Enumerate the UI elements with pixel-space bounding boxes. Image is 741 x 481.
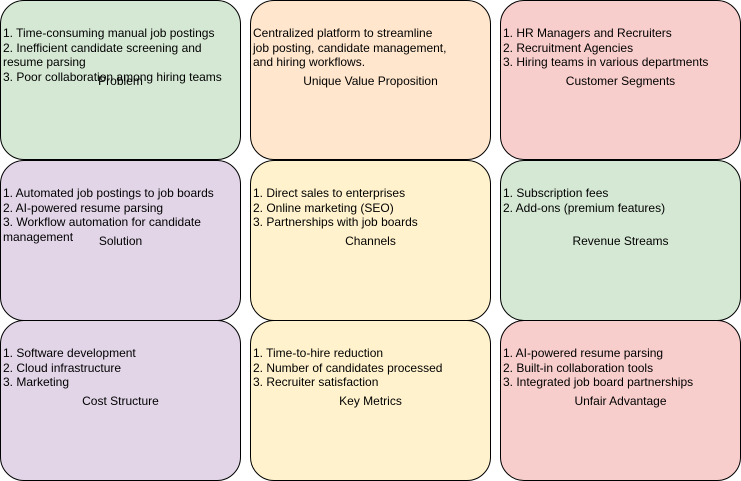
solution-title: Solution (98, 234, 143, 248)
problem-content: 1. Time-consuming manual job postings 2.… (3, 26, 222, 84)
unique-value-proposition-content: Centralized platform to streamline job p… (253, 26, 446, 70)
cost-structure-block[interactable]: 1. Software development 2. Cloud infrast… (0, 320, 241, 481)
customer-segments-line: 1. HR Managers and Recruiters (503, 26, 672, 40)
key-metrics-block[interactable]: 1. Time-to-hire reduction 2. Number of c… (250, 320, 491, 481)
channels-line: 3. Partnerships with job boards (253, 215, 418, 229)
cost-structure-line: 1. Software development (3, 346, 136, 360)
channels-title: Channels (345, 234, 396, 248)
customer-segments-block[interactable]: 1. HR Managers and Recruiters 2. Recruit… (500, 0, 741, 160)
key-metrics-line: 2. Number of candidates processed (253, 360, 443, 375)
key-metrics-title: Key Metrics (339, 394, 402, 408)
unfair-advantage-line: 2. Built-in collaboration tools (503, 360, 654, 375)
unique-value-proposition-title: Unique Value Proposition (303, 74, 438, 88)
cost-structure-title: Cost Structure (82, 394, 159, 408)
channels-line: 1. Direct sales to enterprises (253, 186, 406, 200)
problem-line: 3. Poor collaboration among hiring teams (3, 69, 222, 84)
revenue-streams-line: 1. Subscription fees (503, 186, 609, 200)
customer-segments-title: Customer Segments (565, 74, 676, 88)
solution-line: 3. Workflow automation for candidate (3, 215, 201, 229)
customer-segments-content: 1. HR Managers and Recruiters 2. Recruit… (503, 26, 708, 70)
revenue-streams-title: Revenue Streams (572, 234, 669, 248)
problem-block[interactable]: 1. Time-consuming manual job postings 2.… (0, 0, 241, 160)
cost-structure-content: 1. Software development 2. Cloud infrast… (3, 346, 136, 390)
revenue-streams-content: 1. Subscription fees 2. Add-ons (premium… (503, 186, 665, 215)
customer-segments-line: 3. Hiring teams in various departments (503, 55, 709, 69)
channels-line: 2. Online marketing (SEO) (253, 200, 394, 215)
cost-structure-line: 2. Cloud infrastructure (3, 360, 122, 375)
unfair-advantage-title: Unfair Advantage (574, 394, 667, 408)
key-metrics-line: 1. Time-to-hire reduction (253, 346, 384, 360)
customer-segments-line: 2. Recruitment Agencies (503, 40, 634, 55)
unfair-advantage-content: 1. AI-powered resume parsing 2. Built-in… (503, 346, 693, 390)
solution-content: 1. Automated job postings to job boards … (3, 186, 214, 244)
unique-value-proposition-block[interactable]: Centralized platform to streamline job p… (250, 0, 491, 160)
unique-value-proposition-line: Centralized platform to streamline (253, 26, 433, 40)
key-metrics-content: 1. Time-to-hire reduction 2. Number of c… (253, 346, 442, 390)
unique-value-proposition-line: job posting, candidate management, (253, 40, 447, 55)
solution-line: 1. Automated job postings to job boards (3, 186, 214, 200)
revenue-streams-line: 2. Add-ons (premium features) (503, 200, 666, 215)
problem-line: 2. Inefficient candidate screening and (3, 40, 202, 55)
solution-line: 2. AI-powered resume parsing (3, 200, 164, 215)
unfair-advantage-line: 1. AI-powered resume parsing (503, 346, 664, 360)
revenue-streams-block[interactable]: 1. Subscription fees 2. Add-ons (premium… (500, 160, 741, 321)
unique-value-proposition-line: and hiring workflows. (253, 55, 366, 69)
problem-title: Problem (98, 74, 143, 88)
channels-content: 1. Direct sales to enterprises 2. Online… (253, 186, 418, 230)
problem-line: resume parsing (3, 55, 86, 69)
cost-structure-line: 3. Marketing (3, 375, 70, 389)
key-metrics-line: 3. Recruiter satisfaction (253, 375, 379, 389)
solution-block[interactable]: 1. Automated job postings to job boards … (0, 160, 241, 321)
channels-block[interactable]: 1. Direct sales to enterprises 2. Online… (250, 160, 491, 321)
unfair-advantage-block[interactable]: 1. AI-powered resume parsing 2. Built-in… (500, 320, 741, 481)
solution-line: management (3, 229, 74, 244)
problem-line: 1. Time-consuming manual job postings (3, 26, 215, 40)
unfair-advantage-line: 3. Integrated job board partnerships (503, 375, 694, 389)
